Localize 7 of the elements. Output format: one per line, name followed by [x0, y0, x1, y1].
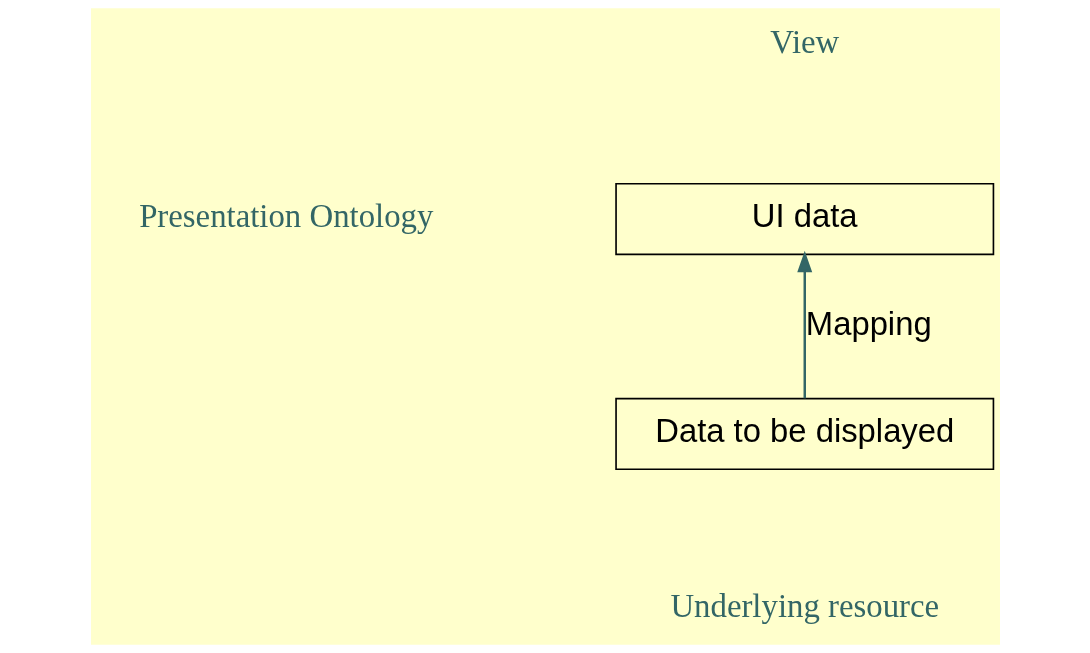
node-box: Data to be displayed	[614, 397, 994, 471]
label: Presentation Ontology	[138, 198, 433, 235]
node-box: UI data	[614, 182, 994, 256]
arrow	[796, 250, 812, 399]
node-label: View	[769, 23, 839, 60]
edge-label: Mapping	[805, 304, 932, 342]
node-label: Underlying resource	[669, 587, 939, 624]
